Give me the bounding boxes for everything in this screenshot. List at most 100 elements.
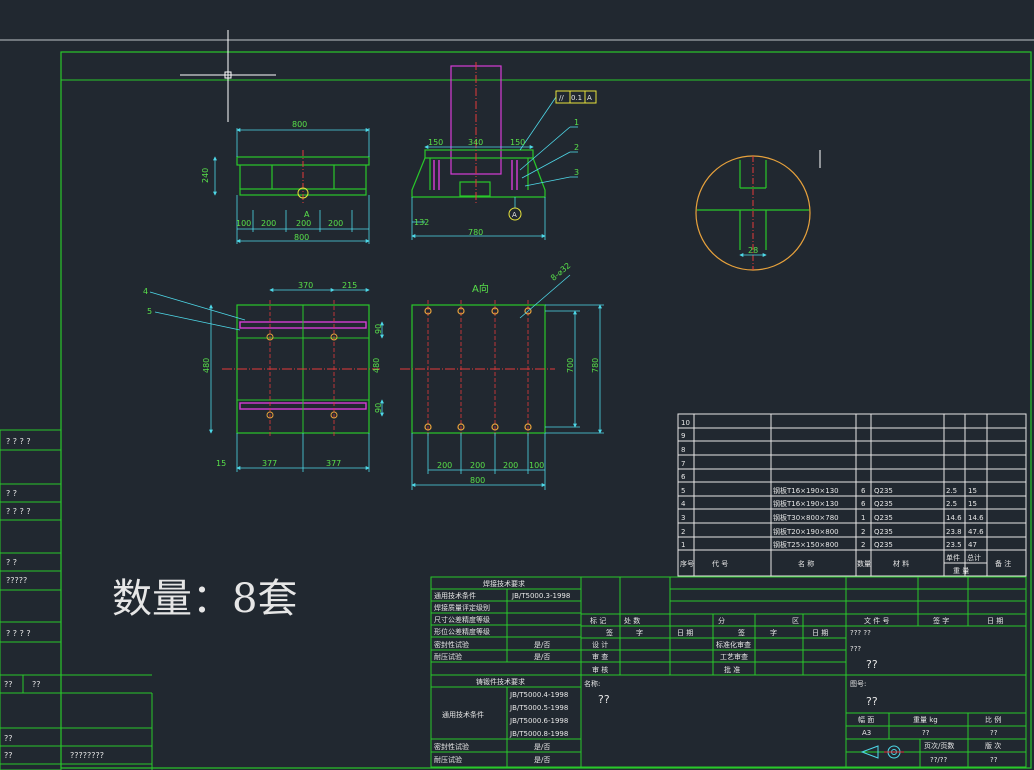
weld-label: 形位公差精度等级 [434, 627, 490, 636]
bom-unit: 2.5 [946, 500, 957, 508]
scale-value: ?? [922, 729, 930, 737]
left-strip-text: ?? [32, 680, 41, 689]
plan-dim-right: 90 [374, 403, 383, 413]
page-header: 版 次 [985, 741, 1001, 750]
leader-label: 3 [574, 168, 579, 177]
dir-dim-total: 800 [470, 476, 485, 485]
bom-unit: 23.5 [946, 541, 962, 549]
front-view[interactable]: 800 240 100 200 200 200 800 A [201, 120, 370, 244]
front-dim-height: 240 [201, 168, 210, 183]
bom-header-no: 序号 [680, 559, 694, 568]
left-strip-text: ?? [4, 734, 13, 743]
bom-no: 7 [681, 460, 685, 468]
bom-material: Q235 [874, 541, 893, 549]
bom-no: 3 [681, 514, 685, 522]
plan-dim-right: 90 [374, 324, 383, 334]
bom-total: 15 [968, 500, 977, 508]
role: 审 查 [592, 652, 608, 661]
side-dim-top: 340 [468, 138, 483, 147]
left-strip-text: ????? [6, 576, 27, 585]
bom-no: 5 [681, 487, 685, 495]
plan-view[interactable]: 370 215 480 480 90 90 15 377 377 4 5 [143, 281, 384, 472]
bom-no: 8 [681, 446, 685, 454]
left-strip-text: ? ? ? ? [6, 629, 31, 638]
rev-header: 处 数 [624, 616, 640, 625]
role2: 批 准 [724, 665, 740, 674]
cast-row-label: 密封性试验 [434, 742, 469, 751]
bom-header-material: 材 料 [893, 559, 909, 568]
bom-header-code: 代 号 [712, 559, 728, 568]
bom-header-name: 名 称 [798, 559, 814, 568]
left-strip-text: ? ? [6, 489, 17, 498]
sign-header: 字 [770, 628, 777, 637]
scale-header: 重量 kg [913, 716, 938, 724]
bom-unit: 2.5 [946, 487, 957, 495]
name-label: 名称: [584, 679, 600, 688]
front-dim-total: 800 [294, 233, 309, 242]
left-strip [0, 429, 153, 770]
dir-dim-bottom: 200 [470, 461, 485, 470]
scale-header: 幅 面 [858, 715, 874, 724]
tolerance-symbol: // [559, 94, 564, 102]
rev-header: 分 [718, 616, 725, 625]
plan-dim-top: 215 [342, 281, 357, 290]
plan-dim-left: 480 [202, 358, 211, 373]
bom-table[interactable]: 10 9 8 7 6 5 4 3 2 1 钢板T16×190×130 钢板T16… [677, 413, 1027, 577]
detail-view[interactable]: 28 [695, 155, 811, 271]
weld-label: 尺寸公差精度等级 [434, 615, 490, 624]
role: 设 计 [592, 640, 608, 649]
bom-material: Q235 [874, 500, 893, 508]
bom-header-note: 备 注 [995, 559, 1011, 568]
bom-total: 15 [968, 487, 977, 495]
weld-value: JB/T5000.3-1998 [511, 592, 570, 600]
plan-dim-top: 370 [298, 281, 313, 290]
weld-label: 焊接质量评定级别 [434, 603, 490, 612]
unit-value: ?? [866, 658, 878, 671]
bom-qty: 6 [861, 487, 866, 495]
role2: 标准化审查 [716, 640, 751, 649]
bom-qty: 2 [861, 528, 865, 536]
weld-label: 耐压试验 [434, 652, 462, 661]
plan-dim-bottom: 377 [326, 459, 341, 468]
left-strip-text: ?? [4, 680, 13, 689]
rev-header: 日 期 [987, 617, 1003, 625]
side-dim-left: 132 [414, 218, 429, 227]
side-dim-bottom: 780 [468, 228, 483, 237]
bom-header-unit: 单件 [946, 553, 960, 562]
front-dim-seg: 200 [328, 219, 343, 228]
dir-dim-bottom: 200 [503, 461, 518, 470]
weld-label: 通用技术条件 [434, 591, 476, 600]
bom-header-weight: 重 量 [953, 567, 969, 575]
weld-value: 是/否 [534, 641, 550, 649]
bom-material: Q235 [874, 528, 893, 536]
bom-qty: 2 [861, 541, 865, 549]
plan-dim-mid: 480 [372, 358, 381, 373]
side-view[interactable]: // 0.1 A 150 340 150 132 780 1 2 3 A [411, 62, 597, 240]
weld-label: 密封性试验 [434, 640, 469, 649]
plan-dim-bottom: 377 [262, 459, 277, 468]
side-dim-top: 150 [428, 138, 443, 147]
bom-no: 1 [681, 541, 685, 549]
bom-header-qty: 数量 [857, 559, 871, 568]
drawing-frame [60, 51, 1032, 769]
unit-label: ??? [850, 645, 861, 653]
cast-title: 铸锻件技术要求 [476, 677, 525, 686]
bom-total: 47.6 [968, 528, 984, 536]
drawing-no-label: 图号: [850, 680, 866, 688]
role: 审 核 [592, 665, 608, 674]
bom-total: 47 [968, 541, 977, 549]
name-value: ?? [598, 693, 610, 706]
direction-view-title: A向 [472, 282, 489, 295]
rev-header: 签 字 [933, 616, 949, 625]
tolerance-datum: A [587, 94, 592, 102]
cast-value: JB/T5000.5-1998 [509, 704, 568, 712]
bom-name: 钢板T20×190×800 [773, 527, 839, 536]
cast-label: 通用技术条件 [442, 710, 484, 719]
title-block[interactable]: 标 记 处 数 分 区 文 件 号 签 字 日 期 签 字 日 期 签 字 日 … [580, 576, 1027, 768]
datum-label: A [512, 211, 517, 219]
tech-requirements[interactable]: 焊接技术要求 通用技术条件 JB/T5000.3-1998 焊接质量评定级别 尺… [430, 576, 582, 768]
unit-line: ??? ?? [850, 629, 871, 637]
direction-view[interactable]: A向 8-⌀32 700 780 200 200 200 100 800 [400, 261, 604, 490]
dir-dim-right: 700 [566, 358, 575, 373]
